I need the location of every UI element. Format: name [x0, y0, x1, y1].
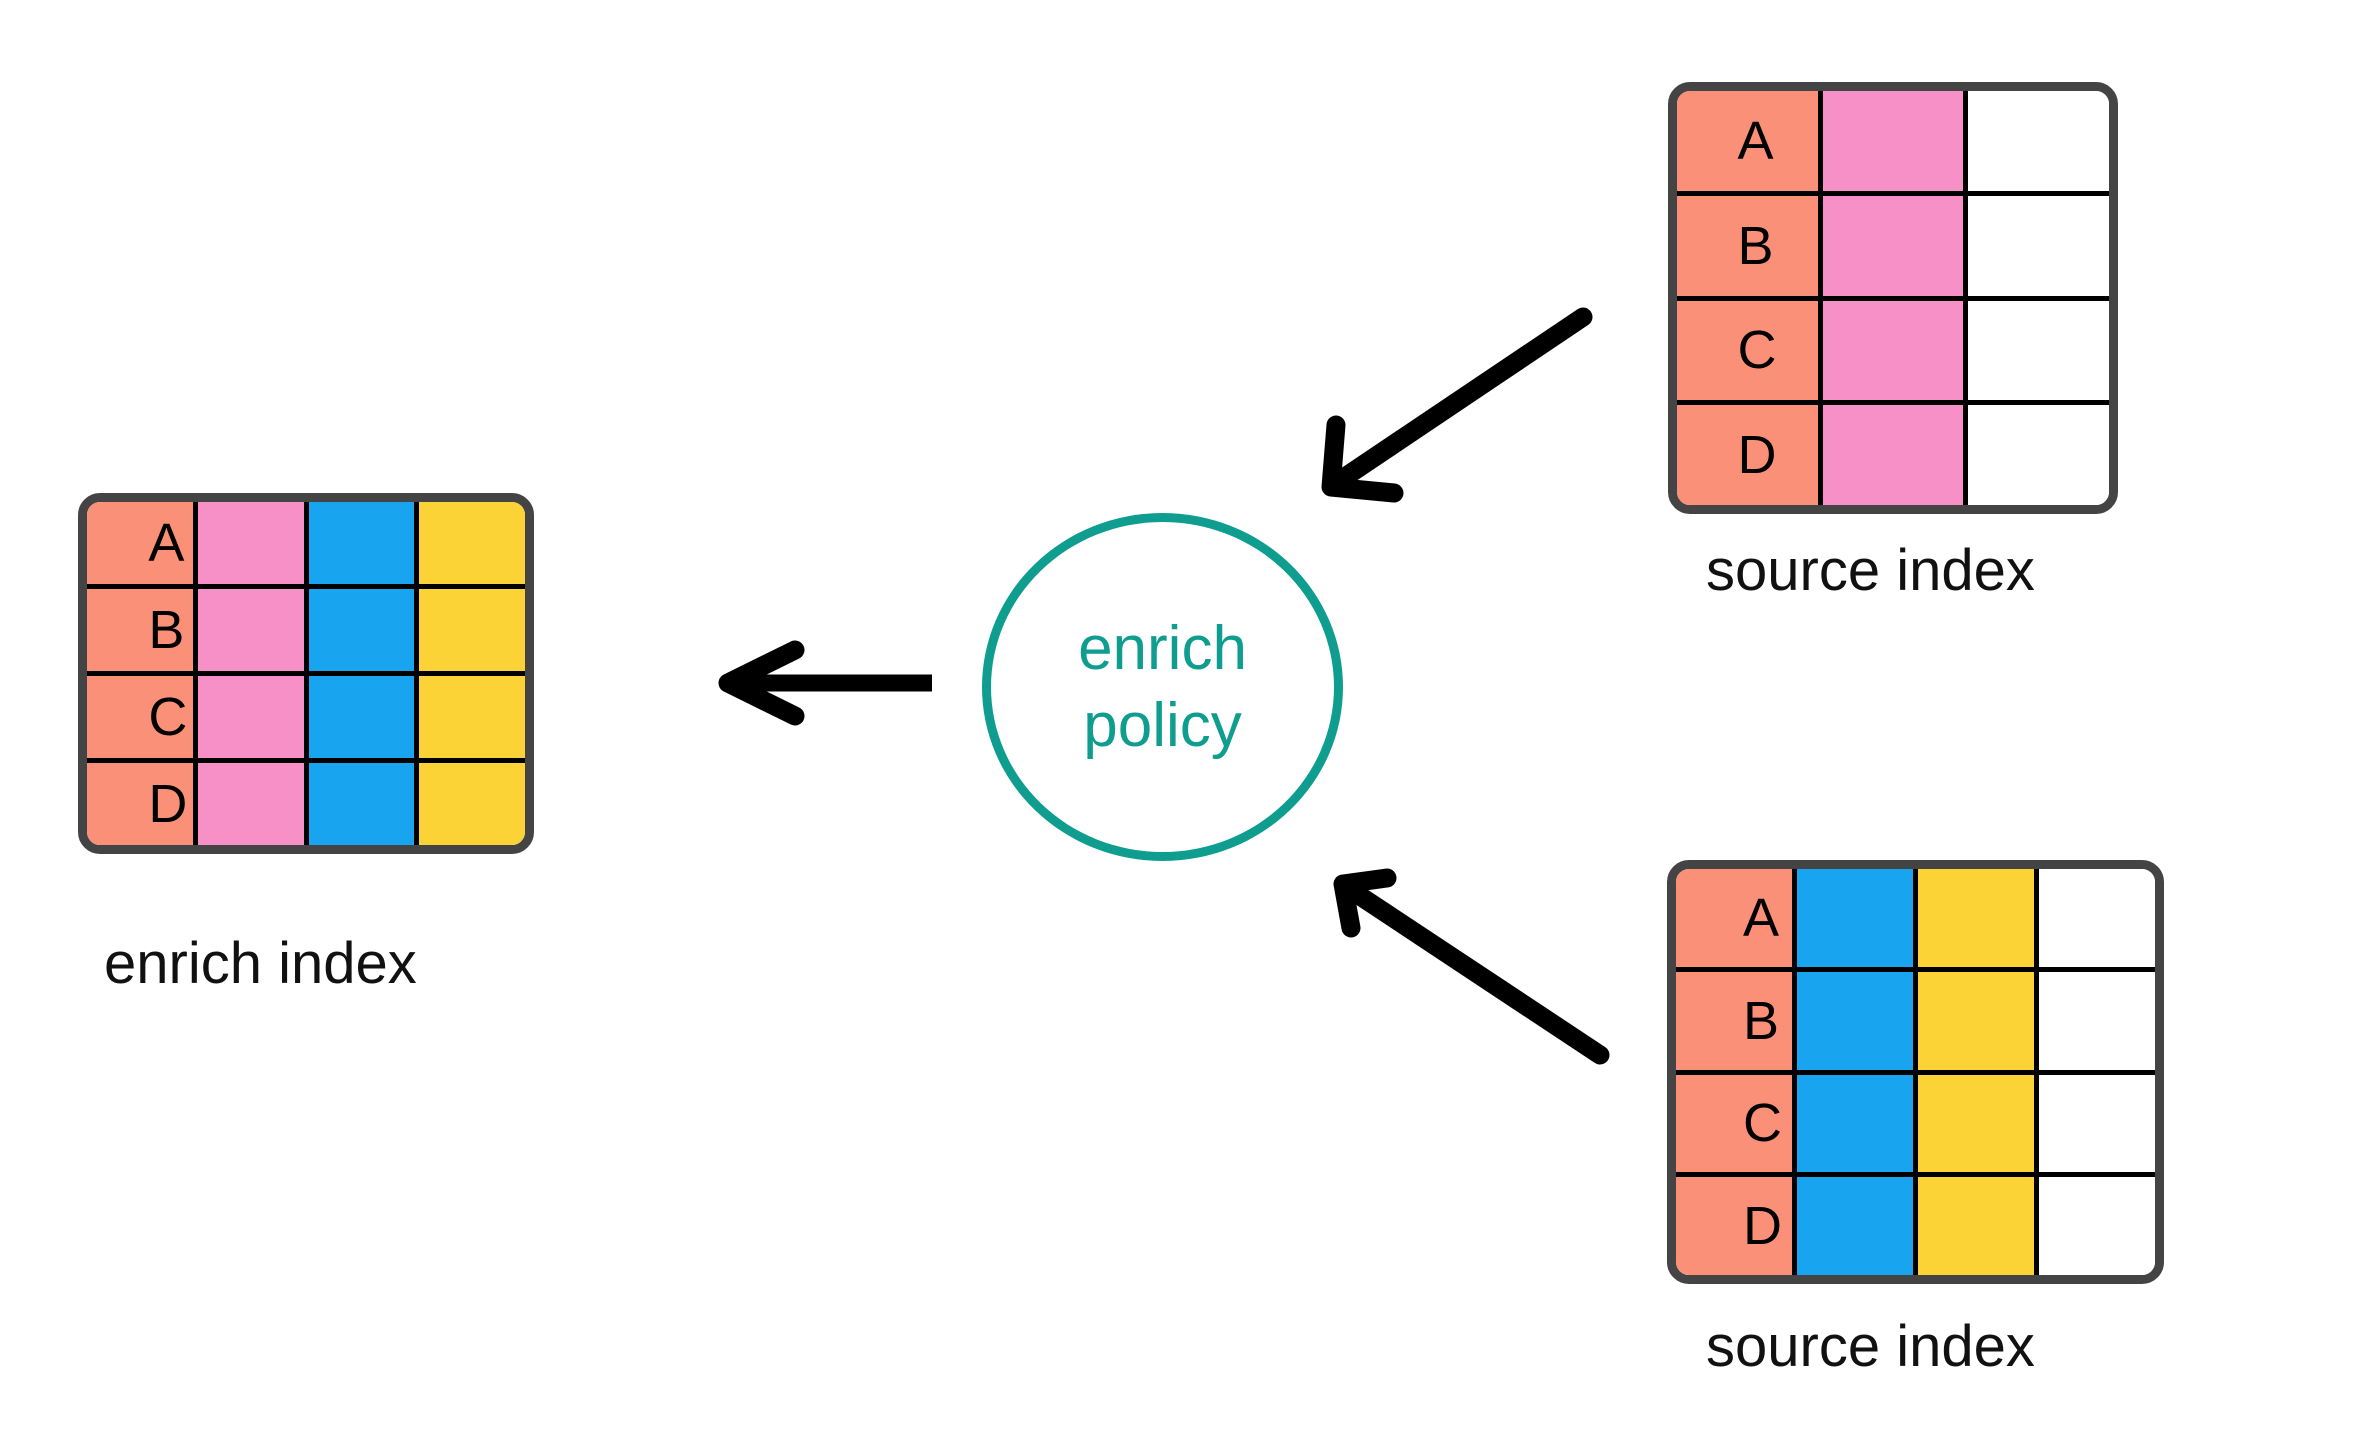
table-row: D	[1677, 405, 2109, 505]
table-cell-field-1	[1797, 971, 1918, 1070]
enrich-index-caption: enrich index	[104, 931, 417, 996]
table-cell-key: B	[1677, 195, 1823, 296]
table-cell-field-1	[197, 589, 309, 671]
table-row: B	[1677, 195, 2109, 301]
table-cell-field-1	[197, 676, 309, 758]
table-cell-field-2	[1918, 1177, 2039, 1275]
source-index-top-table: A B C D	[1668, 82, 2118, 514]
table-cell-field-3	[2039, 971, 2155, 1070]
table-row: C	[1677, 300, 2109, 406]
table-cell-key: B	[1676, 971, 1797, 1070]
table-row: B	[1676, 971, 2155, 1075]
table-cell-field-1	[1822, 91, 1969, 191]
table-cell-field-1	[197, 763, 309, 845]
enrich-policy-label-line1: enrich	[1078, 613, 1247, 683]
table-cell-field-1	[1797, 1177, 1918, 1275]
table-cell-key: A	[1677, 91, 1823, 191]
table-cell-field-1	[1797, 1074, 1918, 1173]
table-cell-key: D	[1677, 405, 1823, 505]
table-cell-field-2	[1968, 195, 2109, 296]
table-cell-key: A	[1676, 869, 1797, 967]
table-cell-field-2	[1968, 300, 2109, 401]
table-cell-field-2	[308, 763, 420, 845]
table-cell-field-1	[1822, 405, 1969, 505]
table-cell-field-2	[1968, 405, 2109, 505]
table-cell-key: B	[87, 589, 198, 671]
table-cell-field-1	[1822, 300, 1969, 401]
table-cell-key: C	[87, 676, 198, 758]
table-cell-field-3	[2039, 1074, 2155, 1173]
table-cell-key: D	[87, 763, 198, 845]
source-index-bottom-table: A B C D	[1667, 860, 2164, 1284]
table-cell-field-3	[419, 763, 525, 845]
table-cell-field-1	[197, 502, 309, 584]
enrich-policy-node: enrich policy	[982, 513, 1343, 861]
table-row: C	[87, 676, 525, 763]
table-cell-key: D	[1676, 1177, 1797, 1275]
table-row: B	[87, 589, 525, 676]
table-row: A	[1677, 91, 2109, 196]
table-cell-field-2	[308, 502, 420, 584]
table-cell-field-3	[2039, 869, 2155, 967]
source-index-top-caption: source index	[1706, 538, 2035, 603]
table-cell-key: A	[87, 502, 198, 584]
table-cell-key: C	[1677, 300, 1823, 401]
table-cell-key: C	[1676, 1074, 1797, 1173]
table-cell-field-2	[1918, 971, 2039, 1070]
table-row: A	[87, 502, 525, 589]
table-cell-field-2	[1918, 1074, 2039, 1173]
table-cell-field-1	[1822, 195, 1969, 296]
enrich-index-table: A B C D	[78, 493, 534, 854]
table-cell-field-2	[308, 676, 420, 758]
table-cell-field-2	[1918, 869, 2039, 967]
arrow-source-top-to-policy	[1321, 307, 1593, 503]
table-cell-field-1	[1797, 869, 1918, 967]
table-cell-field-3	[419, 676, 525, 758]
table-cell-field-2	[308, 589, 420, 671]
table-row: A	[1676, 869, 2155, 972]
table-row: D	[87, 763, 525, 845]
source-index-bottom-caption: source index	[1706, 1314, 2035, 1379]
table-cell-field-3	[419, 589, 525, 671]
table-cell-field-3	[419, 502, 525, 584]
table-row: D	[1676, 1177, 2155, 1275]
enrich-policy-label-line2: policy	[1083, 691, 1242, 760]
table-cell-field-2	[1968, 91, 2109, 191]
table-row: C	[1676, 1074, 2155, 1178]
arrow-source-bottom-to-policy	[1333, 868, 1610, 1065]
table-cell-field-3	[2039, 1177, 2155, 1275]
arrow-policy-to-enrich-index	[718, 640, 932, 726]
